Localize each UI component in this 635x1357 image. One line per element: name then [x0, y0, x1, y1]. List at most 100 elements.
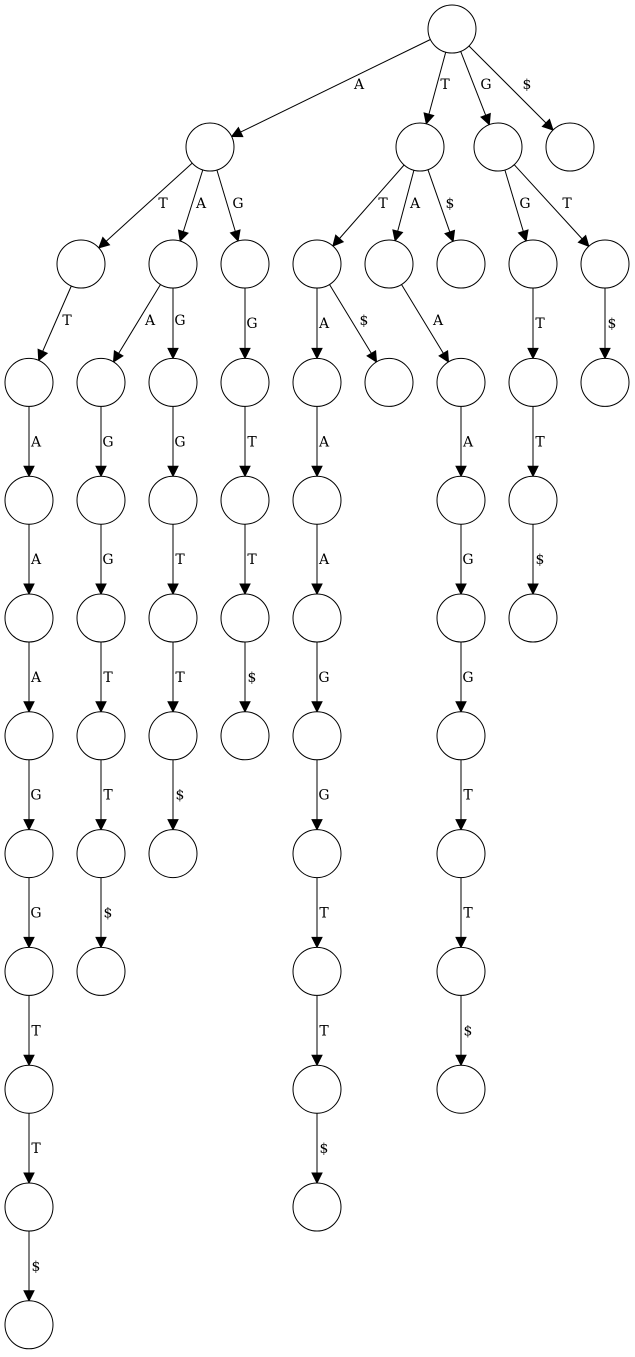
edge-label: A: [30, 670, 42, 686]
trie-node: [148, 475, 198, 525]
edge-arrowhead: [97, 236, 111, 249]
edge-line: [504, 169, 524, 232]
trie-node: [436, 711, 486, 761]
edge-arrowhead: [95, 583, 107, 596]
trie-node: [292, 1182, 342, 1232]
edge-label: G: [462, 552, 473, 568]
trie-edge: $: [468, 45, 554, 131]
edge-label: A: [409, 196, 421, 212]
edge-arrowhead: [23, 701, 35, 713]
edge-arrowhead: [480, 112, 491, 126]
edge-arrowhead: [23, 1054, 35, 1067]
edge-label: A: [318, 316, 330, 332]
edge-label: A: [30, 434, 42, 450]
edge-label: G: [174, 434, 185, 450]
edge-label: T: [463, 788, 473, 804]
trie-node: [148, 829, 198, 879]
node-circle: [436, 239, 486, 289]
edge-arrowhead: [311, 1172, 323, 1185]
node-circle: [364, 239, 414, 289]
trie-edge: G: [455, 642, 474, 713]
edge-arrowhead: [455, 819, 467, 831]
trie-node: [4, 829, 54, 879]
node-circle: [76, 829, 126, 879]
edge-line: [468, 45, 547, 124]
edge-line: [216, 169, 236, 232]
edge-arrowhead: [239, 701, 251, 713]
edge-label: T: [562, 196, 572, 212]
edge-label: T: [103, 788, 113, 804]
node-circle: [4, 829, 54, 879]
edge-line: [240, 39, 431, 133]
trie-edge: $: [427, 169, 456, 243]
edge-arrowhead: [392, 229, 404, 242]
edge-arrowhead: [455, 1054, 467, 1067]
node-circle: [220, 711, 270, 761]
edge-label: T: [319, 906, 329, 922]
node-circle: [148, 475, 198, 525]
trie-node: [545, 122, 595, 172]
edge-label: A: [30, 552, 42, 568]
trie-edge: G: [311, 759, 330, 831]
edge-arrowhead: [95, 465, 107, 478]
edge-label: G: [102, 552, 113, 568]
edge-arrowhead: [311, 701, 323, 713]
edge-line: [460, 51, 487, 116]
node-circle: [148, 239, 198, 289]
trie-node: [220, 239, 270, 289]
edge-label: T: [103, 670, 113, 686]
edge-arrowhead: [229, 229, 241, 243]
node-circle: [292, 829, 342, 879]
edge-line: [339, 164, 405, 239]
edge-label: $: [536, 552, 545, 568]
trie-edge: $: [455, 995, 473, 1067]
trie-node: [220, 593, 270, 643]
node-circle: [76, 593, 126, 643]
trie-node: [148, 357, 198, 407]
trie-edge: A: [311, 288, 330, 360]
trie-node: [473, 122, 523, 172]
trie-edge: G: [311, 642, 330, 713]
trie-edge: A: [392, 170, 421, 242]
trie-node: [580, 357, 630, 407]
edge-label: G: [30, 906, 41, 922]
edge-arrowhead: [332, 234, 345, 247]
edge-label: $: [464, 1023, 473, 1039]
edge-arrowhead: [23, 936, 35, 949]
trie-node: [395, 122, 445, 172]
edge-arrowhead: [167, 347, 179, 360]
edge-label: G: [30, 788, 41, 804]
trie-edge: $: [167, 759, 184, 831]
trie-edge: G: [95, 406, 114, 478]
edge-arrowhead: [527, 347, 539, 360]
trie-node: [220, 357, 270, 407]
edge-arrowhead: [527, 465, 539, 478]
trie-node: [76, 829, 126, 879]
edge-label: $: [523, 77, 532, 93]
trie-edge: A: [177, 169, 207, 243]
edge-arrowhead: [517, 229, 529, 243]
trie-node: [508, 357, 558, 407]
edge-line: [42, 285, 72, 352]
trie-node: [4, 1182, 54, 1232]
trie-edge: A: [23, 642, 42, 713]
edge-arrowhead: [311, 583, 323, 596]
trie-edge: T: [95, 642, 113, 713]
trie-edge: G: [460, 51, 492, 126]
node-circle: [395, 122, 445, 172]
trie-node: [4, 711, 54, 761]
node-circle: [436, 475, 486, 525]
edge-arrowhead: [527, 583, 539, 596]
trie-node: [436, 357, 486, 407]
node-circle: [508, 593, 558, 643]
edge-label: $: [320, 1141, 329, 1157]
edge-line: [428, 52, 447, 115]
node-circle: [4, 1064, 54, 1114]
edge-arrowhead: [239, 465, 251, 478]
edge-arrowhead: [577, 234, 590, 248]
edge-arrowhead: [95, 936, 107, 949]
trie-edge: T: [239, 406, 257, 478]
trie-node: [436, 946, 486, 996]
trie-node: [148, 239, 198, 289]
edge-label: A: [195, 196, 207, 212]
